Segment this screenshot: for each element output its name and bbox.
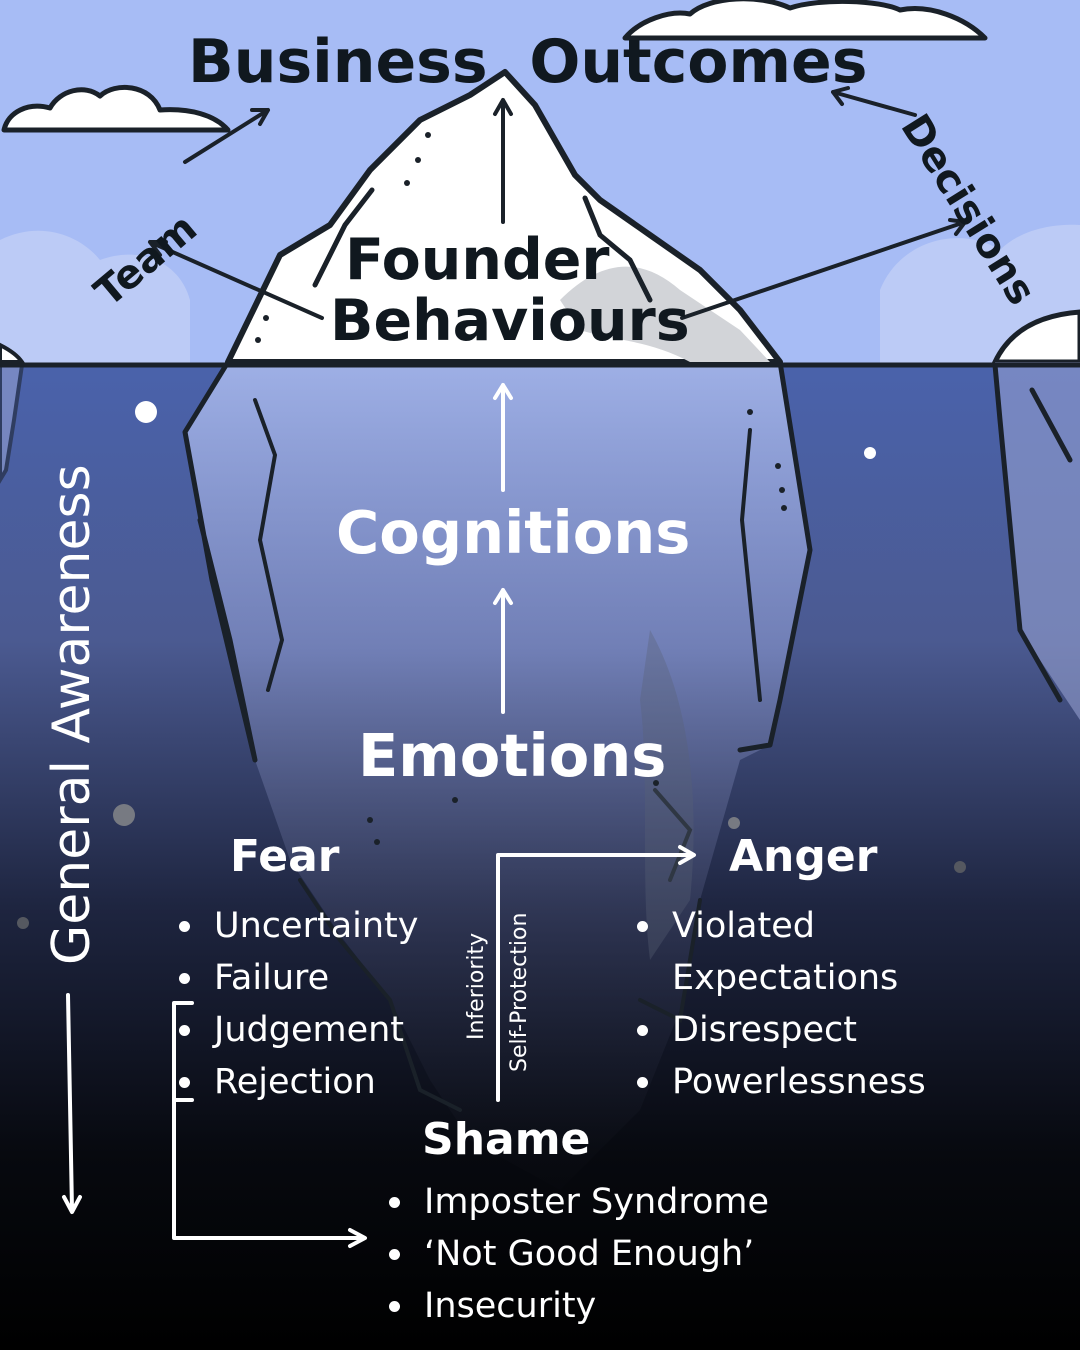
list-item: Rejection <box>176 1056 418 1108</box>
connector-fear-to-anger <box>496 845 696 1102</box>
list-item: Violated <box>634 900 926 952</box>
fear-title: Fear <box>230 831 340 882</box>
arrow-team-to-outcomes <box>183 108 270 164</box>
inferiority-label: Inferiority <box>464 932 489 1040</box>
sparkle-dot <box>113 804 135 826</box>
iceberg-top-crack <box>312 187 653 303</box>
iceberg-dots <box>255 132 787 845</box>
arrow-behaviours-to-outcomes <box>493 98 513 224</box>
list-item: Powerlessness <box>634 1056 926 1108</box>
arrow-emotions-to-cognitions <box>493 588 513 714</box>
sparkle-dot <box>954 861 966 873</box>
lower-arrows <box>62 383 696 1248</box>
arrow-general-awareness-down <box>62 993 82 1214</box>
iceberg-under-right-edge <box>739 428 762 702</box>
behaviours-label: Behaviours <box>330 288 690 354</box>
shame-list: Imposter Syndrome ‘Not Good Enough’ Inse… <box>386 1176 769 1332</box>
iceberg-underwater <box>185 362 810 1190</box>
list-item: Disrespect <box>634 1004 926 1056</box>
list-item: Expectations <box>672 958 899 998</box>
arrow-decisions-to-outcomes <box>831 86 917 117</box>
anger-title: Anger <box>729 831 878 882</box>
founder-label: Founder <box>345 227 610 293</box>
connector-fear-bracket <box>172 1001 194 1102</box>
connector-fear-to-shame <box>172 1098 367 1248</box>
side-iceberg-left-top <box>0 342 26 364</box>
list-item: Imposter Syndrome <box>386 1176 769 1228</box>
top-arrows <box>148 86 967 320</box>
list-item: Uncertainty <box>176 900 418 952</box>
list-item: Judgement <box>176 1004 418 1056</box>
general-awareness-label: General Awareness <box>42 464 102 965</box>
sparkle-dot <box>135 401 157 423</box>
list-item: Failure <box>176 952 418 1004</box>
sparkle-dot <box>17 917 29 929</box>
side-iceberg-right-under <box>995 362 1080 720</box>
arrow-behaviours-to-decisions <box>680 218 967 320</box>
sparkle-dot <box>728 817 740 829</box>
arrow-cognitions-to-behaviours <box>493 383 513 492</box>
anger-list: Violated Expectations Disrespect Powerle… <box>634 900 926 1108</box>
business-outcomes-label: Business Outcomes <box>188 27 868 97</box>
list-item: Insecurity <box>386 1280 769 1332</box>
arrow-behaviours-to-team <box>148 240 324 320</box>
shame-title: Shame <box>422 1114 591 1165</box>
iceberg-inner-crack <box>298 788 702 1112</box>
iceberg-top-shadow <box>560 266 770 362</box>
emotions-label: Emotions <box>358 721 667 790</box>
fear-list: Uncertainty Failure Judgement Rejection <box>176 900 418 1108</box>
iceberg-underwater-outline <box>182 359 813 763</box>
sparkle-dot <box>864 447 876 459</box>
background-cloud-left <box>0 230 190 365</box>
side-iceberg-right-outline <box>992 362 1073 703</box>
list-item: ‘Not Good Enough’ <box>386 1228 769 1280</box>
iceberg-under-left-edge <box>253 398 285 692</box>
cloud-top-right <box>622 0 988 41</box>
cognitions-label: Cognitions <box>336 498 691 567</box>
self-protection-label: Self-Protection <box>507 912 532 1072</box>
iceberg-underwater-shadow <box>640 630 694 960</box>
cloud-top-left <box>1 84 231 133</box>
